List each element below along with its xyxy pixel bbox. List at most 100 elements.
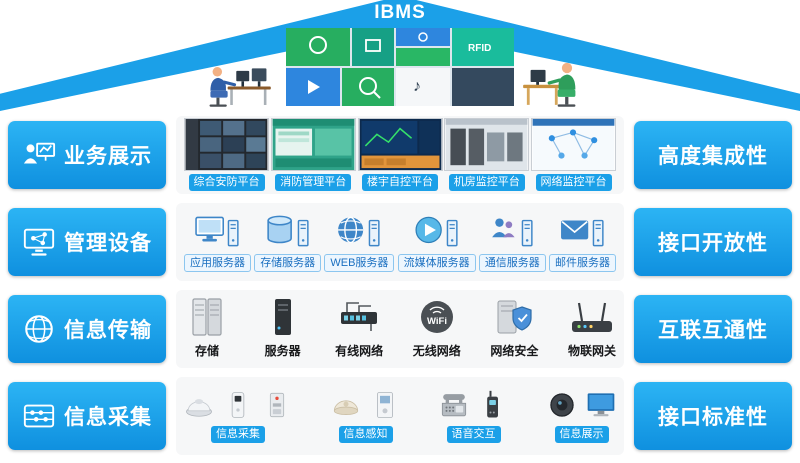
row-item: 网络安全 <box>490 297 538 361</box>
item-label: 机房监控平台 <box>448 174 525 191</box>
thumb-fire-platform <box>270 118 356 172</box>
monitor-network-icon <box>22 225 56 259</box>
telephone-icon <box>439 388 469 422</box>
item-label: 应用服务器 <box>184 253 251 273</box>
media-server-icon <box>414 211 460 251</box>
row-left-label: 信息传输 <box>64 318 152 342</box>
rows: 业务展示 综合安防平台消防管理平台楼宇自控平台机房监控平台网络监控平台 高度集成… <box>0 114 800 456</box>
row-right-label: 高度集成性 <box>658 144 768 168</box>
info-collection-feature-box: 接口标准性 <box>634 381 792 450</box>
row-item: WEB服务器 <box>324 211 395 273</box>
row-left-label: 业务展示 <box>64 144 152 168</box>
item-label: 有线网络 <box>335 343 384 358</box>
row-item: 存储服务器 <box>254 211 322 273</box>
comm-server-icon <box>489 211 535 251</box>
row-item: 流媒体服务器 <box>397 211 476 273</box>
business-display-items: 综合安防平台消防管理平台楼宇自控平台机房监控平台网络监控平台 <box>176 115 624 194</box>
item-label: 通信服务器 <box>478 253 546 273</box>
group-icons <box>331 388 400 422</box>
row-item: 网络监控平台 <box>531 118 616 191</box>
managed-devices-feature-box: 接口开放性 <box>634 207 792 276</box>
row-item: 存储 <box>184 297 230 361</box>
group-label: 信息展示 <box>554 426 609 443</box>
item-label: 消防管理平台 <box>275 174 352 191</box>
row-item: 邮件服务器 <box>549 211 616 273</box>
item-label: 无线网络 <box>412 343 461 358</box>
row-item: WiFi 无线网络 <box>413 297 461 361</box>
group-icons <box>184 388 292 422</box>
item-label: 存储 <box>194 343 219 358</box>
row-item: 服务器 <box>260 297 306 361</box>
mail-server-icon <box>560 211 606 251</box>
roof: ♪ RFID IBMS <box>0 0 800 112</box>
row-left-label: 信息采集 <box>64 405 152 429</box>
row-item: 应用服务器 <box>184 211 251 273</box>
globe-icon <box>22 312 56 346</box>
icon-group: 信息采集 <box>184 388 292 443</box>
row-info-collection: 信息采集 信息采集信息感知语音交互信息展示 接口标准性 <box>0 375 800 456</box>
item-label: 网络安全 <box>490 343 539 358</box>
wired-network-icon <box>336 297 382 337</box>
item-label: 服务器 <box>264 343 301 358</box>
row-item: 通信服务器 <box>478 211 546 273</box>
thumb-network-topology <box>531 118 616 172</box>
item-label: 存储服务器 <box>254 253 322 273</box>
operator-right-clipart <box>522 54 584 110</box>
card-reader-icon <box>262 388 292 422</box>
storage-server-icon <box>265 211 311 251</box>
row-item: 机房监控平台 <box>444 118 530 191</box>
group-icons <box>547 388 616 422</box>
operator-left-clipart <box>200 58 276 108</box>
row-left-label: 管理设备 <box>64 231 152 255</box>
item-label: 流媒体服务器 <box>397 253 476 273</box>
item-label: 网络监控平台 <box>535 174 612 191</box>
server-tower-icon <box>260 297 306 337</box>
svg-text:RFID: RFID <box>468 43 491 54</box>
row-item: 楼宇自控平台 <box>357 118 443 191</box>
row-item: 物联网关 <box>568 297 616 361</box>
row-right-label: 接口标准性 <box>658 405 768 429</box>
wifi-icon: WiFi <box>414 297 460 337</box>
row-business-display: 业务展示 综合安防平台消防管理平台楼宇自控平台机房监控平台网络监控平台 高度集成… <box>0 114 800 195</box>
security-shield-icon <box>491 297 537 337</box>
info-collection-items: 信息采集 信息感知 语音交互 信息展示 <box>176 376 624 455</box>
group-icons <box>439 388 508 422</box>
info-transmission-items: 存储 服务器 有线网络 WiFi 无线网络 网络安全 物联网关 <box>176 289 624 368</box>
web-server-icon <box>336 211 382 251</box>
item-label: 综合安防平台 <box>188 174 265 191</box>
roof-title: IBMS <box>374 2 426 23</box>
item-label: 邮件服务器 <box>549 253 616 273</box>
display-icon <box>586 388 616 422</box>
ceiling-sensor-icon <box>331 388 361 422</box>
row-right-label: 接口开放性 <box>658 231 768 255</box>
svg-text:♪: ♪ <box>413 78 421 95</box>
row-item: 综合安防平台 <box>184 118 269 191</box>
row-item: 有线网络 <box>335 297 383 361</box>
storage-rack-icon <box>184 297 230 337</box>
managed-devices-label-box: 管理设备 <box>8 207 166 276</box>
thumb-server-room <box>444 118 530 172</box>
row-info-transmission: 信息传输 存储 服务器 有线网络 WiFi 无线网络 网络安全 物联网关 互联互通性 <box>0 288 800 369</box>
group-label: 语音交互 <box>446 426 501 443</box>
icon-group: 信息展示 <box>547 388 616 443</box>
item-label: WEB服务器 <box>324 253 395 273</box>
business-display-feature-box: 高度集成性 <box>634 120 792 189</box>
group-label: 信息采集 <box>211 426 265 443</box>
roof-band <box>0 0 800 111</box>
group-label: 信息感知 <box>338 426 393 443</box>
info-collection-label-box: 信息采集 <box>8 381 166 450</box>
abacus-icon <box>22 399 56 433</box>
wall-panel-icon <box>370 388 400 422</box>
presenter-chart-icon <box>22 138 56 172</box>
item-label: 物联网关 <box>567 343 616 358</box>
business-display-label-box: 业务展示 <box>8 120 166 189</box>
svg-text:WiFi: WiFi <box>427 316 447 327</box>
smoke-detector-icon <box>184 388 214 422</box>
item-label: 楼宇自控平台 <box>362 174 438 191</box>
info-transmission-label-box: 信息传输 <box>8 294 166 363</box>
thumb-security-platform <box>184 118 269 172</box>
row-right-label: 互联互通性 <box>658 318 768 342</box>
